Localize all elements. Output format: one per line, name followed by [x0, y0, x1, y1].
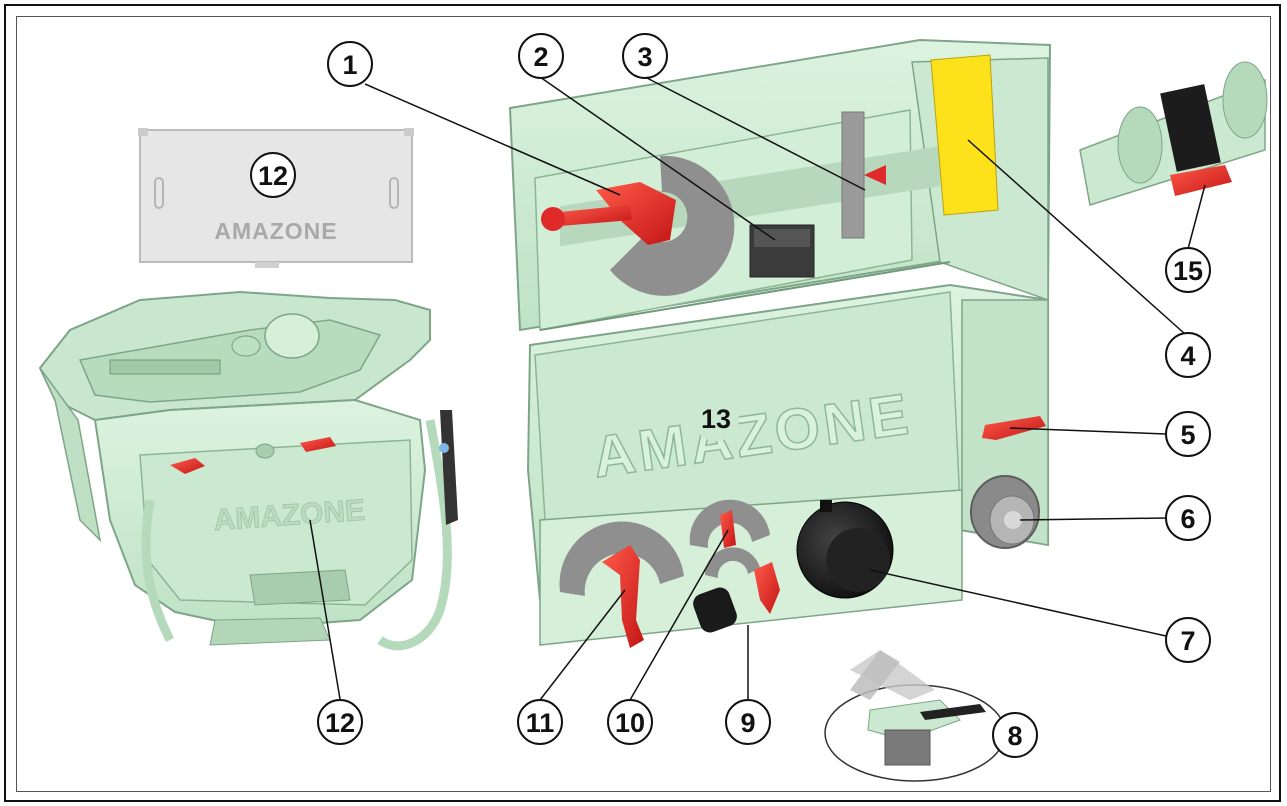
callout-1-label: 1 [342, 50, 357, 80]
callout-5: 5 [1165, 411, 1211, 457]
hopper-red-knob-right [300, 437, 336, 452]
callout-12-cover-label: 12 [258, 161, 288, 191]
cover-brand-text: AMAZONE [214, 218, 337, 244]
level-indicator-pointer [864, 165, 886, 185]
upper-control-panel [508, 38, 1052, 332]
callout-13-label: 13 [701, 404, 731, 434]
callout-5-label: 5 [1180, 420, 1195, 450]
callout-7-label: 7 [1180, 626, 1195, 656]
pipe-detail [1079, 61, 1268, 206]
callout-10: 10 [607, 699, 653, 745]
callout-12-hopper: 12 [317, 699, 363, 745]
lower-control-panel: AMAZONE [526, 283, 1049, 648]
callout-6-label: 6 [1180, 504, 1195, 534]
callout-1: 1 [327, 41, 373, 87]
figure-inner-border [16, 16, 1271, 792]
cover-plate: AMAZONE [138, 128, 414, 268]
stop-cock-handle [596, 182, 676, 245]
callout-9: 9 [725, 699, 771, 745]
callout-4-label: 4 [1180, 341, 1195, 371]
drain-plug [693, 587, 737, 633]
callout-15: 15 [1165, 247, 1211, 293]
leader-lines [309, 76, 1206, 701]
callout-9-label: 9 [740, 708, 755, 738]
callout-4: 4 [1165, 332, 1211, 378]
valve-handle-11 [602, 545, 644, 648]
callout-3: 3 [622, 33, 668, 79]
warning-label [930, 54, 999, 216]
callout-12-hopper-label: 12 [325, 708, 355, 738]
callout-6: 6 [1165, 495, 1211, 541]
callout-10-label: 10 [615, 708, 645, 738]
callout-12-cover: 12 [250, 152, 296, 198]
callout-3-label: 3 [637, 42, 652, 72]
callout-15-label: 15 [1173, 256, 1203, 286]
valve-handle-10 [720, 510, 736, 548]
hopper-unit: AMAZONE [38, 290, 458, 651]
detail-inset-8 [824, 650, 1006, 782]
level-indicator-scale [841, 111, 865, 239]
callout-7: 7 [1165, 617, 1211, 663]
callout-8-label: 8 [1007, 721, 1022, 751]
hopper-red-knob-left [170, 458, 205, 474]
pipe-tap-handle [1170, 165, 1232, 196]
valve-handle-small [754, 562, 780, 614]
callout-11-label: 11 [526, 708, 555, 738]
callout-13: 13 [693, 395, 739, 441]
callout-11: 11 [517, 699, 563, 745]
callout-2-label: 2 [533, 42, 548, 72]
callout-8: 8 [992, 712, 1038, 758]
callout-2: 2 [518, 33, 564, 79]
